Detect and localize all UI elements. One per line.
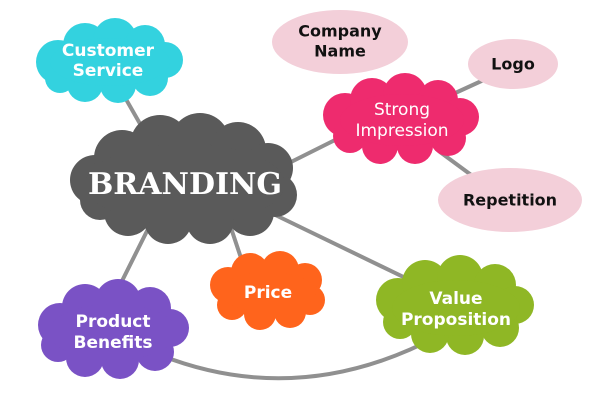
label-line-1: Customer — [62, 41, 155, 61]
label-line-2: Service — [73, 61, 144, 81]
label-line-2: Proposition — [401, 310, 511, 330]
label-line-1: Company — [298, 22, 382, 41]
cloud-shape — [323, 73, 479, 164]
cloud-shape — [210, 251, 325, 330]
node-value-proposition: Value Proposition — [376, 255, 534, 355]
node-product-benefits: Product Benefits — [38, 279, 189, 379]
label: Price — [244, 283, 292, 303]
ellipse-shape — [272, 10, 408, 74]
node-company-name: Company Name — [272, 10, 408, 74]
node-strong-impression: Strong Impression — [323, 73, 479, 164]
connector-benefits-value-arc — [158, 333, 442, 381]
ellipse-shape — [468, 39, 558, 89]
label-line-2: Name — [314, 42, 366, 61]
node-customer-service: Customer Service — [36, 18, 183, 103]
node-logo: Logo — [468, 39, 558, 89]
label-line-2: Impression — [355, 121, 448, 141]
cloud-shape — [36, 18, 183, 103]
cloud-shape — [376, 255, 534, 355]
ellipse-shape — [438, 168, 582, 232]
label-line-2: Benefits — [74, 333, 153, 353]
connector-value-proposition — [263, 208, 422, 287]
central-label: BRANDING — [88, 167, 282, 202]
label: Repetition — [463, 191, 557, 210]
node-price: Price — [210, 251, 325, 330]
label-line-1: Strong — [374, 100, 430, 120]
connector-strong-impression — [283, 138, 337, 167]
node-repetition: Repetition — [438, 168, 582, 232]
node-branding: BRANDING — [70, 113, 297, 244]
cloud-shape — [38, 279, 189, 379]
label-line-1: Value — [429, 289, 482, 309]
label: Logo — [491, 55, 535, 74]
label-line-1: Product — [76, 312, 151, 332]
cloud-shape — [70, 113, 297, 244]
